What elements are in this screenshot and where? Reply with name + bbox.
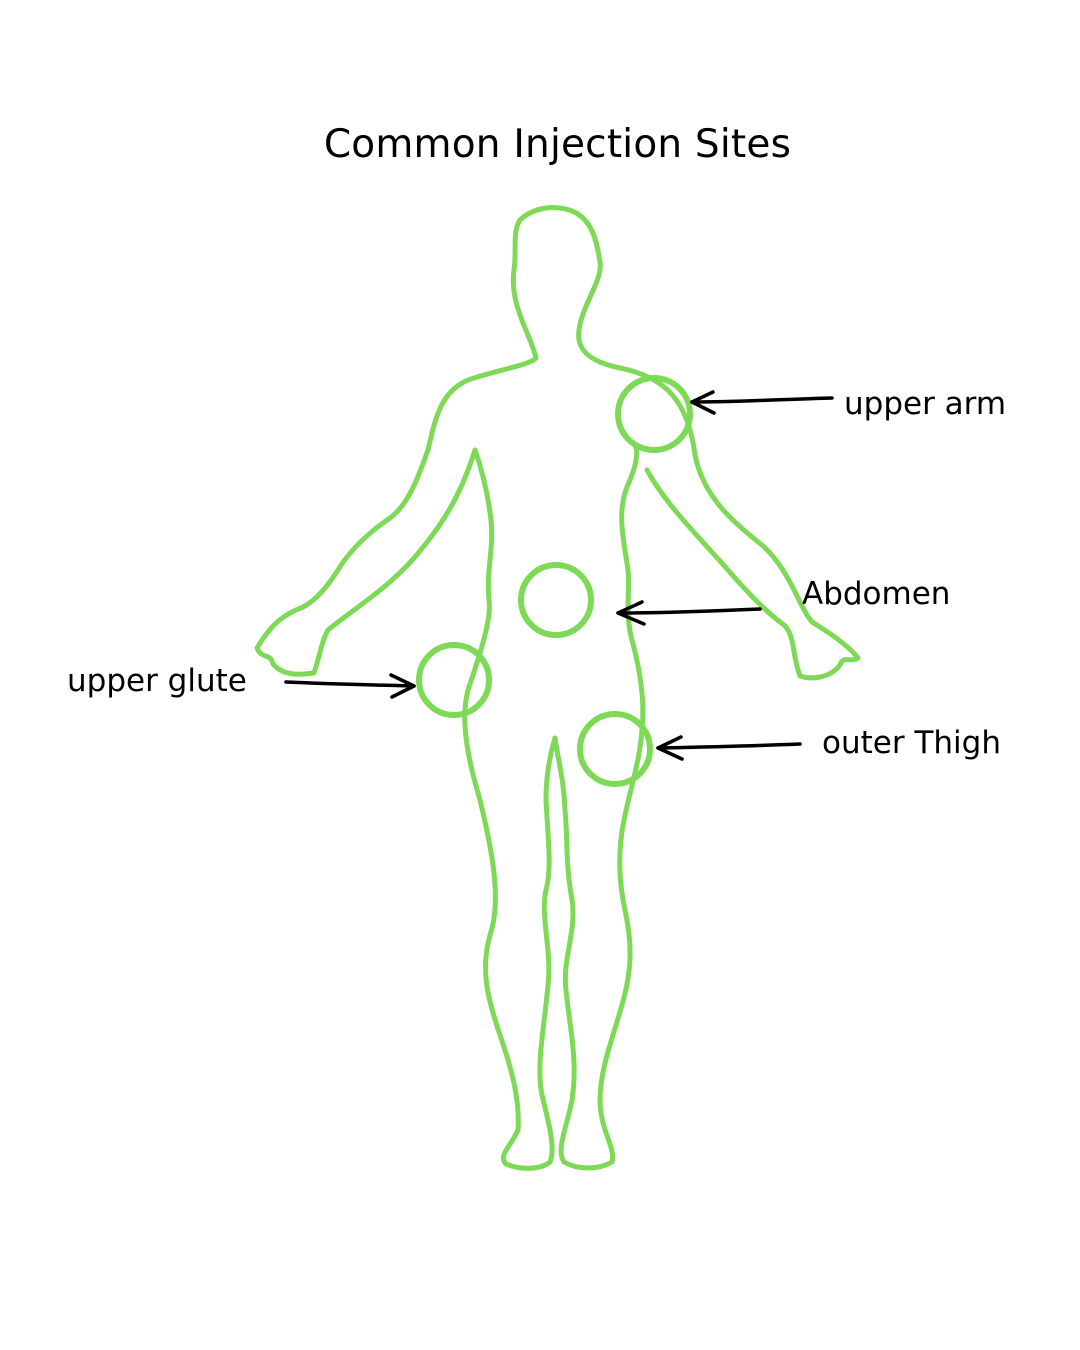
upper-arm-label: upper arm: [844, 386, 1007, 422]
abdomen-label: Abdomen: [802, 576, 951, 612]
diagram-title: Common Injection Sites: [323, 122, 792, 167]
outer-thigh-site-ring: [577, 711, 653, 787]
body-outline-upper: [254, 205, 861, 681]
upper-glute-site-ring: [416, 642, 492, 718]
abdomen-arrow: [616, 600, 762, 626]
upper-arm-arrow: [690, 390, 834, 415]
upper-glute-label: upper glute: [67, 663, 247, 699]
upper-arm-site-ring: [615, 375, 693, 453]
body-outline-lower: [462, 445, 646, 1171]
outer-thigh-arrow: [656, 735, 802, 761]
abdomen-site-ring: [518, 562, 594, 638]
upper-glute-arrow: [284, 673, 416, 699]
outer-thigh-label: outer Thigh: [822, 725, 1001, 761]
